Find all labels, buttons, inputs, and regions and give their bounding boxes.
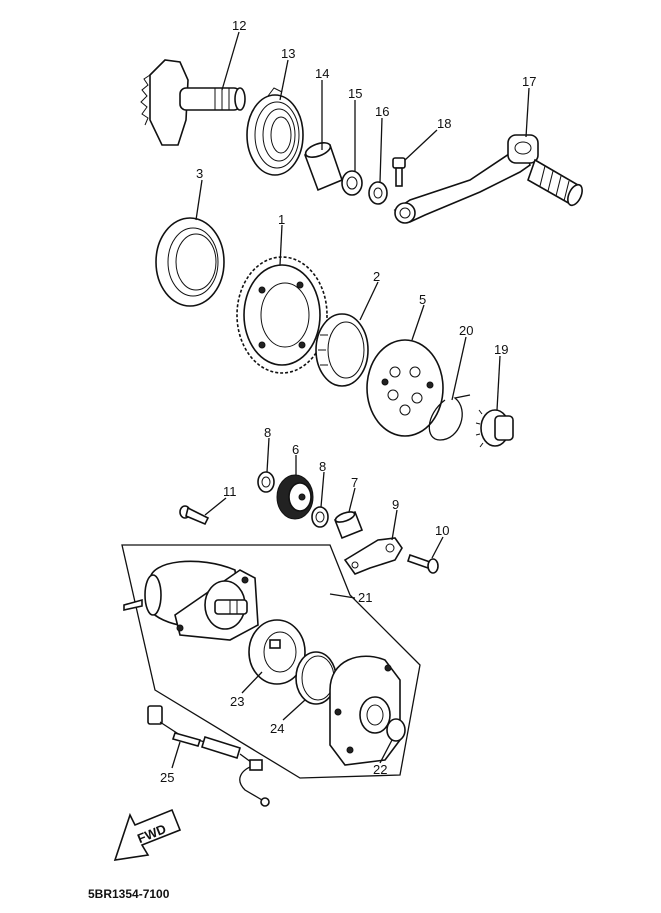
- washer-8b-part: [311, 506, 329, 528]
- callout-10: 10: [435, 523, 449, 538]
- callout-labels: 1 2 3 5 6 7 8 8 9 10 11 12 13 14 15 16 1…: [160, 18, 536, 785]
- callout-8b: 8: [319, 459, 326, 474]
- idle-gear-part: [276, 474, 314, 520]
- starter-motor-assembly-box: [121, 544, 421, 779]
- callout-5: 5: [419, 292, 426, 307]
- callout-24: 24: [270, 721, 284, 736]
- callout-17: 17: [522, 74, 536, 89]
- diagram-code: 5BR1354-7100: [88, 887, 170, 901]
- circlip-16-part: [368, 181, 388, 205]
- bolt-18-part: [392, 157, 406, 187]
- fwd-arrow-icon: FWD: [113, 808, 182, 861]
- callout-25: 25: [160, 770, 174, 785]
- starter-motor-part: [123, 560, 259, 641]
- oil-seal-part: [155, 217, 225, 307]
- callout-9: 9: [392, 497, 399, 512]
- clutch-housing-part: [366, 339, 444, 437]
- washer-8a-part: [257, 471, 275, 493]
- callout-22: 22: [373, 762, 387, 777]
- leader-lines: [171, 31, 530, 769]
- callout-15: 15: [348, 86, 362, 101]
- callout-20: 20: [459, 323, 473, 338]
- spring-clip-part: [428, 394, 471, 441]
- callout-12: 12: [232, 18, 246, 33]
- plate-part: [343, 537, 403, 575]
- callout-18: 18: [437, 116, 451, 131]
- callout-8a: 8: [264, 425, 271, 440]
- end-cover-part: [329, 655, 401, 766]
- bolt-11-part: [179, 505, 210, 526]
- kick-gear-part: [140, 59, 246, 146]
- callout-13: 13: [281, 46, 295, 61]
- kick-crank-part: [393, 134, 583, 224]
- washer-15-part: [341, 170, 363, 196]
- callout-14: 14: [315, 66, 329, 81]
- callout-21: 21: [358, 590, 372, 605]
- shaft-part: [333, 510, 364, 540]
- callout-3: 3: [196, 166, 203, 181]
- torsion-spring-part: [246, 87, 304, 176]
- collar-part: [303, 142, 343, 192]
- starter-wheel-gear-part: [236, 256, 328, 374]
- callout-11: 11: [223, 484, 237, 499]
- callout-16: 16: [375, 104, 389, 119]
- callout-7: 7: [351, 475, 358, 490]
- callout-23: 23: [230, 694, 244, 709]
- callout-1: 1: [278, 212, 285, 227]
- small-o-ring-part: [386, 718, 406, 742]
- callout-6: 6: [292, 442, 299, 457]
- wire-harness-part: [147, 705, 270, 807]
- bolt-10-part: [406, 553, 439, 574]
- callout-19: 19: [494, 342, 508, 357]
- brush-holder-part: [248, 619, 306, 685]
- one-way-clutch-part: [315, 313, 369, 387]
- pinion-gear-part: [475, 409, 514, 448]
- callout-2: 2: [373, 269, 380, 284]
